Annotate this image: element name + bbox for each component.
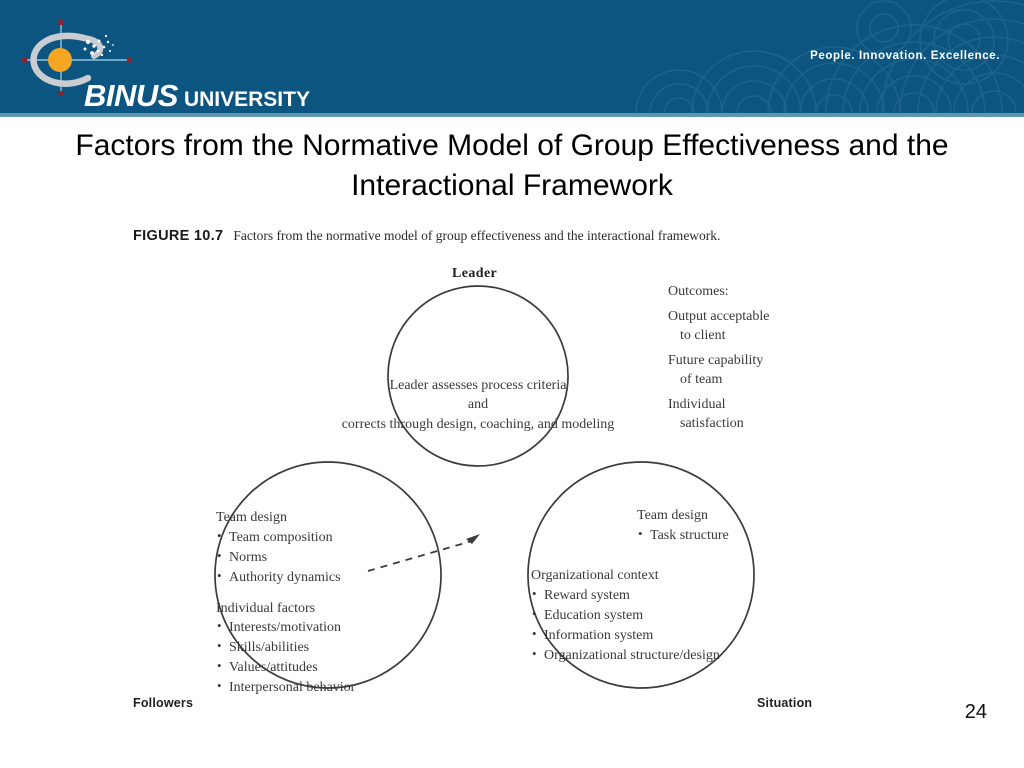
group-heading: Team design (216, 510, 287, 525)
page-title: Factors from the Normative Model of Grou… (75, 129, 949, 202)
figure-caption: FIGURE 10.7 Factors from the normative mo… (133, 226, 893, 247)
outcome-line-2: to client (680, 328, 726, 344)
list-item: Team composition (216, 527, 431, 548)
spacer (216, 588, 431, 599)
list-item: Authority dynamics (216, 567, 431, 588)
list-item: Information system (531, 625, 831, 646)
outcomes-title: Outcomes: (668, 284, 729, 299)
label-followers: Followers (133, 696, 194, 710)
leader-line-3: corrects through design, coaching, and m… (341, 416, 615, 432)
outcomes-block: Outcomes: Output acceptable to client Fu… (668, 282, 769, 439)
logo-brand-name: BINUS (84, 78, 178, 113)
figure-number: FIGURE 10.7 (133, 228, 224, 244)
leader-line-1: Leader assesses process criteria (389, 378, 567, 393)
group-list: Reward system Education system Informati… (531, 585, 831, 666)
list-item: Reward system (531, 585, 831, 606)
list-item: Skills/abilities (216, 637, 431, 658)
group-list: Task structure (637, 525, 857, 546)
group-list: Team composition Norms Authority dynamic… (216, 527, 431, 588)
outcome-item: Future capability of team (668, 351, 769, 389)
followers-content: Team design Team composition Norms Autho… (216, 508, 431, 698)
list-item: Interpersonal behavior (216, 677, 431, 698)
outcome-line-1: Individual (668, 397, 726, 413)
group-heading: Team design (637, 508, 708, 523)
outcome-line-2: of team (680, 372, 723, 388)
group-list: Interests/motivation Skills/abilities Va… (216, 617, 431, 698)
venn-diagram: Leader Followers Situation Leader assess… (0, 258, 1024, 728)
leader-line-2: and (467, 397, 489, 413)
list-item: Organizational structure/design (531, 645, 831, 666)
outcome-item: Individual satisfaction (668, 395, 769, 433)
group-heading: Individual factors (216, 600, 316, 616)
leader-body-text: Leader assesses process criteria and cor… (298, 376, 658, 434)
list-item: Norms (216, 547, 431, 568)
label-situation: Situation (757, 696, 813, 710)
outcome-line-1: Output acceptable (668, 309, 770, 325)
logo-brand-suffix: UNIVERSITY (183, 88, 310, 111)
page-number: 24 (964, 701, 987, 723)
outcome-line-1: Future capability (668, 353, 764, 369)
label-leader: Leader (452, 266, 498, 281)
circle-situation (527, 461, 755, 689)
figure-caption-text: Factors from the normative model of grou… (233, 228, 721, 243)
venn-circles-svg (214, 285, 755, 689)
list-item: Interests/motivation (216, 617, 431, 638)
group-heading: Organizational context (531, 568, 659, 583)
circle-leader (387, 285, 569, 467)
binus-logo-mark-icon (22, 20, 132, 96)
list-item: Values/attitudes (216, 657, 431, 678)
situation-org-context: Organizational context Reward system Edu… (531, 566, 831, 665)
list-item: Task structure (637, 525, 857, 546)
outcome-line-2: satisfaction (680, 416, 744, 432)
header-scallop-pattern (635, 0, 1024, 113)
header-underline (0, 113, 1024, 117)
header-tagline: People. Innovation. Excellence. (810, 50, 1000, 62)
situation-team-design: Team design Task structure (637, 506, 857, 546)
list-item: Education system (531, 605, 831, 626)
outcome-item: Output acceptable to client (668, 307, 769, 345)
